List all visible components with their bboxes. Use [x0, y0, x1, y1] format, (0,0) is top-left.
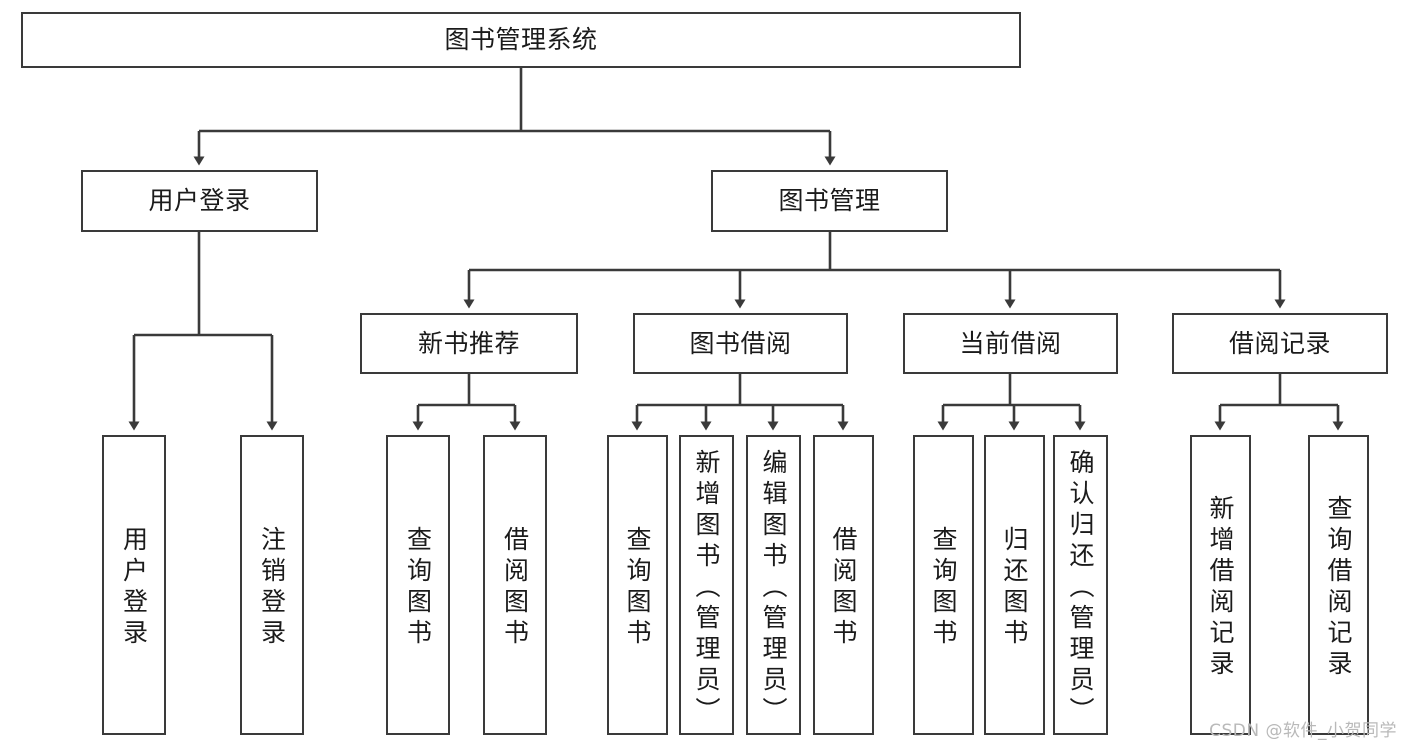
node-leaf-confirm-return-admin[interactable]: 确认归还（管理员）: [1053, 435, 1108, 735]
node-leaf-borrow-book-label: 借阅图书: [829, 526, 858, 650]
node-leaf-query-book-current[interactable]: 查询图书: [913, 435, 974, 735]
node-leaf-return-book[interactable]: 归还图书: [984, 435, 1045, 735]
node-leaf-query-book-current-label: 查询图书: [929, 526, 958, 650]
node-book-borrow-label: 图书借阅: [689, 328, 792, 358]
node-leaf-borrow-book-recommend[interactable]: 借阅图书: [483, 435, 547, 735]
node-leaf-borrow-book-recommend-label: 借阅图书: [500, 526, 530, 650]
node-leaf-add-book-admin-label: 新增图书（管理员）: [692, 448, 721, 728]
watermark: CSDN @软件_小贺同学: [1209, 721, 1397, 741]
node-leaf-return-book-label: 归还图书: [1000, 526, 1029, 650]
node-leaf-borrow-book[interactable]: 借阅图书: [813, 435, 874, 735]
node-book-management[interactable]: 图书管理: [711, 170, 948, 232]
node-leaf-query-book-borrow-label: 查询图书: [623, 526, 652, 650]
node-current-borrow[interactable]: 当前借阅: [903, 313, 1118, 374]
node-book-management-label: 图书管理: [778, 186, 881, 216]
node-leaf-edit-book-admin[interactable]: 编辑图书（管理员）: [746, 435, 801, 735]
node-leaf-user-login-label: 用户登录: [119, 526, 149, 650]
node-book-borrow[interactable]: 图书借阅: [633, 313, 848, 374]
node-new-book-recommend-label: 新书推荐: [417, 328, 520, 358]
node-leaf-logout-login[interactable]: 注销登录: [240, 435, 304, 735]
node-leaf-add-borrow-record-label: 新增借阅记录: [1206, 495, 1235, 681]
node-current-borrow-label: 当前借阅: [959, 328, 1062, 358]
node-leaf-user-login[interactable]: 用户登录: [102, 435, 166, 735]
node-borrow-record[interactable]: 借阅记录: [1172, 313, 1388, 374]
node-leaf-query-borrow-record[interactable]: 查询借阅记录: [1308, 435, 1369, 735]
node-leaf-logout-login-label: 注销登录: [257, 526, 287, 650]
node-root[interactable]: 图书管理系统: [21, 12, 1021, 68]
node-borrow-record-label: 借阅记录: [1228, 328, 1331, 358]
node-new-book-recommend[interactable]: 新书推荐: [360, 313, 578, 374]
node-leaf-confirm-return-admin-label: 确认归还（管理员）: [1066, 448, 1095, 728]
node-leaf-edit-book-admin-label: 编辑图书（管理员）: [759, 448, 788, 728]
node-leaf-query-book-recommend-label: 查询图书: [403, 526, 433, 650]
node-leaf-query-book-borrow[interactable]: 查询图书: [607, 435, 668, 735]
node-root-label: 图书管理系统: [444, 25, 598, 55]
node-leaf-add-book-admin[interactable]: 新增图书（管理员）: [679, 435, 734, 735]
node-leaf-add-borrow-record[interactable]: 新增借阅记录: [1190, 435, 1251, 735]
node-leaf-query-borrow-record-label: 查询借阅记录: [1324, 495, 1353, 681]
node-user-login-label: 用户登录: [148, 186, 251, 216]
node-user-login[interactable]: 用户登录: [81, 170, 318, 232]
node-leaf-query-book-recommend[interactable]: 查询图书: [386, 435, 450, 735]
